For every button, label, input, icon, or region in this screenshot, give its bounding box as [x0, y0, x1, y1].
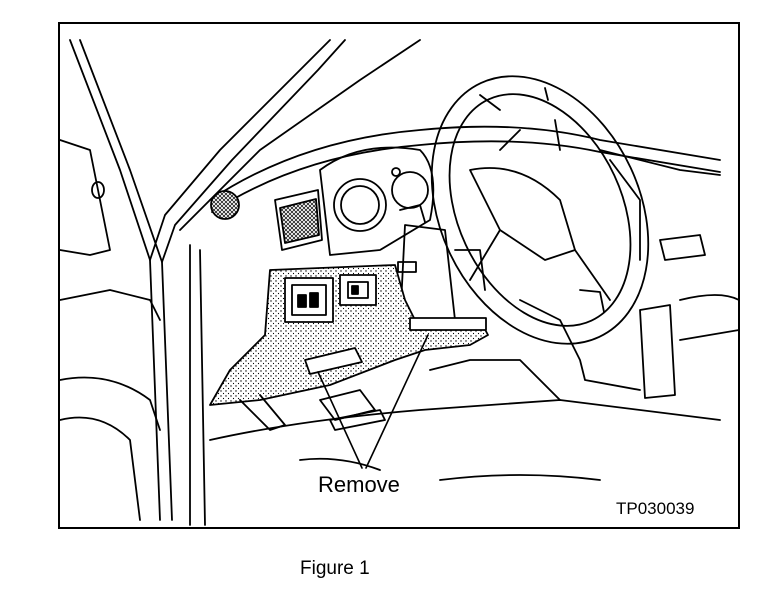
door-panel [59, 139, 161, 521]
lower-dash-cover [209, 264, 489, 406]
speaker-grille [210, 190, 240, 220]
figure-frame [58, 22, 740, 529]
steering-column [397, 204, 486, 326]
dashboard-top [209, 125, 721, 261]
floor-and-pedals [209, 289, 739, 481]
figure-code: TP030039 [616, 499, 695, 518]
air-vent [274, 189, 323, 251]
a-pillar [69, 39, 421, 526]
figure-caption: Figure 1 [300, 558, 370, 579]
remove-callout-label: Remove [318, 472, 400, 497]
remove-leader-lines [317, 334, 429, 469]
instrument-cluster [319, 146, 435, 256]
steering-wheel [430, 75, 650, 345]
